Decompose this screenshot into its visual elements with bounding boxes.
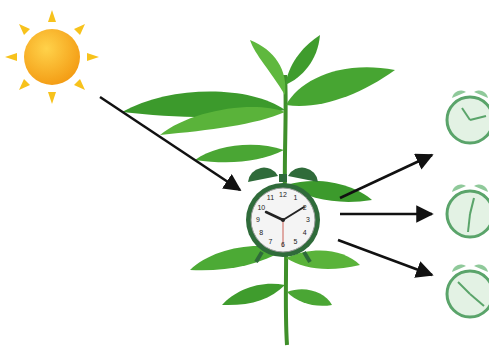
arrows (100, 97, 432, 275)
clock-numeral: 4 (298, 228, 312, 238)
sun (5, 10, 99, 104)
clock-numeral: 12 (276, 190, 290, 200)
clock-numeral: 2 (298, 203, 312, 213)
clock-numeral: 1 (289, 193, 303, 203)
clock-numeral: 10 (254, 203, 268, 213)
plant (122, 35, 395, 345)
clock-numeral: 11 (264, 193, 278, 203)
clock-numeral: 6 (276, 240, 290, 250)
clock-numeral: 9 (251, 215, 265, 225)
clock-numeral: 5 (289, 237, 303, 247)
clock-numeral: 8 (254, 228, 268, 238)
small-clocks (447, 90, 489, 317)
clock-numeral: 3 (301, 215, 315, 225)
alarm-clock (246, 168, 320, 262)
clock-numeral: 7 (264, 237, 278, 247)
